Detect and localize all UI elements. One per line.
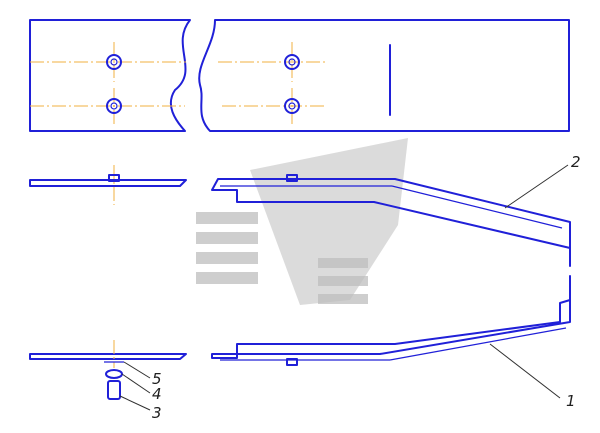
- watermark-stripe: [318, 258, 368, 268]
- callouts: 2 1 5 4 3: [119, 153, 581, 422]
- watermark-logo: [196, 138, 408, 305]
- upper-left-plate: [29, 179, 187, 187]
- watermark-stripe: [318, 276, 368, 286]
- plan-view: [29, 19, 570, 132]
- leader-1: [489, 343, 561, 399]
- bolt-head: [286, 174, 298, 182]
- watermark-stripe: [196, 272, 258, 284]
- bolt-hole: [106, 98, 122, 114]
- bolt-hole: [106, 54, 122, 70]
- callout-3: 3: [152, 404, 162, 422]
- plan-view-right-part: [198, 19, 570, 132]
- plate-edge: [389, 327, 567, 361]
- leader-5: [123, 361, 151, 379]
- bolt-head: [108, 174, 120, 182]
- watermark-stripe: [196, 232, 258, 244]
- plate-edge: [391, 185, 563, 229]
- lower-bracket: [211, 299, 571, 359]
- watermark-stripe: [196, 212, 258, 224]
- watermark-stripe: [196, 252, 258, 264]
- callout-1: 1: [566, 392, 576, 410]
- plan-view-left-part: [29, 19, 191, 132]
- side-view-upper: [29, 165, 571, 249]
- lower-left-plate: [29, 353, 187, 360]
- leader-2: [504, 164, 569, 209]
- bolt-head: [286, 358, 298, 366]
- upper-bracket: [211, 178, 571, 249]
- bolt-hole: [284, 54, 300, 70]
- bolt-3: [107, 380, 121, 400]
- callout-4: 4: [152, 385, 162, 403]
- bolt-hole: [284, 98, 300, 114]
- callout-5: 5: [152, 370, 162, 388]
- watermark-stripe: [318, 294, 368, 304]
- leader-4: [121, 373, 151, 394]
- washer-4: [105, 369, 123, 379]
- leader-3: [119, 395, 151, 411]
- callout-2: 2: [571, 153, 581, 171]
